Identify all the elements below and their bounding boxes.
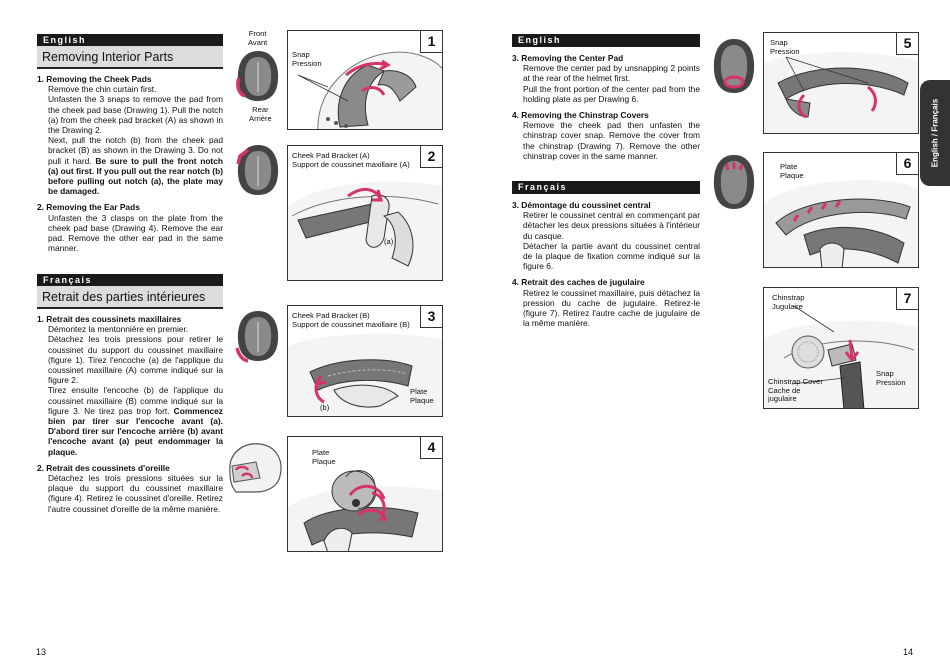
english-instructions-left: 1. Removing the Cheek Pads Remove the ch… bbox=[37, 74, 223, 253]
heading-removing-ear-pads: 2. Removing the Ear Pads bbox=[37, 202, 140, 213]
text-demontez-mentonniere: Démontez la mentonnière en premier. bbox=[48, 324, 189, 335]
fig3-plate-label: Plate Plaque bbox=[410, 387, 434, 405]
heading-retrait-coussinets-oreille: 2. Retrait des coussinets d'oreille bbox=[37, 462, 170, 473]
text-pull-front-portion: Pull the front portion of the center pad… bbox=[523, 83, 700, 104]
french-instructions-right: 3. Démontage du coussinet central Retire… bbox=[512, 200, 700, 328]
english-tag-left: English bbox=[37, 34, 223, 47]
english-instructions-right: 3. Removing the Center Pad Remove the ce… bbox=[512, 53, 700, 161]
french-instructions-left: 1. Retrait des coussinets maxillaires Dé… bbox=[37, 314, 223, 514]
text-remove-cheek-pad-then: Remove the cheek pad then unfasten the c… bbox=[523, 120, 700, 161]
figure-4: Plate Plaque 4 bbox=[287, 436, 443, 552]
fig7-number: 7 bbox=[896, 288, 918, 310]
fig3-notch-b-label: (b) bbox=[320, 403, 330, 412]
heading-removing-cheek-pads: 1. Removing the Cheek Pads bbox=[37, 74, 152, 84]
heading-retrait-caches-jugulaire: 4. Retrait des caches de jugulaire bbox=[512, 277, 645, 288]
section-title-removing-interior-parts: Removing Interior Parts bbox=[37, 46, 223, 69]
figure-1: Snap Pression 1 bbox=[287, 30, 443, 130]
fig4-plate-label: Plate Plaque bbox=[312, 448, 336, 466]
text-remove-chin-curtain: Remove the chin curtain first. bbox=[48, 84, 157, 95]
fig3-bracket-label: Cheek Pad Bracket (B) Support de coussin… bbox=[292, 311, 410, 329]
fig5-number: 5 bbox=[896, 33, 918, 55]
section-title-retrait-parties: Retrait des parties intérieures bbox=[37, 286, 223, 309]
fig2-notch-a-label: (a) bbox=[384, 237, 394, 246]
heading-demontage-coussinet-central: 3. Démontage du coussinet central bbox=[512, 200, 651, 210]
avertissement-text: Commencez bien par tirer sur l'encoche a… bbox=[48, 405, 223, 457]
fig2-bracket-label: Cheek Pad Bracket (A) Support de coussin… bbox=[292, 151, 410, 169]
helmet-thumbnail-3 bbox=[234, 308, 282, 364]
text-detachez-pressions: Détachez les trois pressions pour retire… bbox=[48, 334, 223, 386]
helmet-thumbnail-6 bbox=[710, 152, 758, 212]
page-number-right: 14 bbox=[903, 647, 914, 657]
fig4-number: 4 bbox=[420, 437, 442, 459]
front-avant-label: Front Avant bbox=[248, 29, 268, 47]
fig2-number: 2 bbox=[420, 146, 442, 168]
text-retirer-coussinet-central: Retirer le coussinet central en commença… bbox=[523, 210, 700, 241]
rear-arriere-label: Rear Arrière bbox=[249, 105, 272, 123]
heading-retrait-coussinets-maxillaires: 1. Retrait des coussinets maxillaires bbox=[37, 314, 182, 324]
text-pull-notch-b: Next, pull the notch (b) from the cheek … bbox=[48, 135, 223, 197]
french-tag-right: Français bbox=[512, 181, 700, 194]
text-detacher-partie-avant: Détacher la partie avant du coussinet ce… bbox=[523, 240, 700, 272]
language-side-tab: English / Français bbox=[920, 80, 950, 186]
warning-text: Be sure to pull the front notch (a) out … bbox=[48, 155, 223, 197]
fig1-number: 1 bbox=[420, 31, 442, 53]
helmet-side-thumbnail bbox=[222, 436, 286, 500]
fig7-chinstrap-label: Chinstrap Jugulaire bbox=[772, 293, 805, 311]
helmet-thumbnail-2 bbox=[234, 142, 282, 198]
heading-removing-chinstrap-covers: 4. Removing the Chinstrap Covers bbox=[512, 110, 649, 121]
fig5-snap-label: Snap Pression bbox=[770, 38, 800, 56]
fig6-plate-label: Plate Plaque bbox=[780, 162, 804, 180]
figure-6: Plate Plaque 6 bbox=[763, 152, 919, 268]
fig7-cover-label: Chinstrap Cover Cache de jugulaire bbox=[768, 377, 823, 404]
fig1-snap-label: Snap Pression bbox=[292, 50, 322, 68]
french-tag-left: Français bbox=[37, 274, 223, 287]
figure-2: Cheek Pad Bracket (A) Support de coussin… bbox=[287, 145, 443, 281]
helmet-thumbnail-5 bbox=[710, 36, 758, 96]
figure-7: Chinstrap Jugulaire Chinstrap Cover Cach… bbox=[763, 287, 919, 409]
text-tirez-encoche-b: Tirez ensuite l'encoche (b) de l'appliqu… bbox=[48, 385, 223, 457]
text-remove-center-pad: Remove the center pad by unsnapping 2 po… bbox=[523, 63, 700, 84]
page-number-left: 13 bbox=[36, 647, 47, 657]
text-detachez-trois-pressions: Détachez les trois pressions situées sur… bbox=[48, 473, 223, 514]
helmet-thumbnail-1 bbox=[234, 48, 282, 104]
figure-3: Cheek Pad Bracket (B) Support de coussin… bbox=[287, 305, 443, 417]
fig6-number: 6 bbox=[896, 153, 918, 175]
fig7-snap-label: Snap Pression bbox=[876, 369, 906, 387]
text-unfasten-snaps: Unfasten the 3 snaps to remove the pad f… bbox=[48, 94, 223, 136]
figure-5: Snap Pression 5 bbox=[763, 32, 919, 134]
text-unfasten-clasps: Unfasten the 3 clasps on the plate from … bbox=[48, 212, 223, 254]
fig3-number: 3 bbox=[420, 306, 442, 328]
english-tag-right: English bbox=[512, 34, 700, 47]
text-retirez-coussinet-maxillaire: Retirez le coussinet maxillaire, puis dé… bbox=[523, 287, 700, 329]
heading-removing-center-pad: 3. Removing the Center Pad bbox=[512, 53, 624, 63]
